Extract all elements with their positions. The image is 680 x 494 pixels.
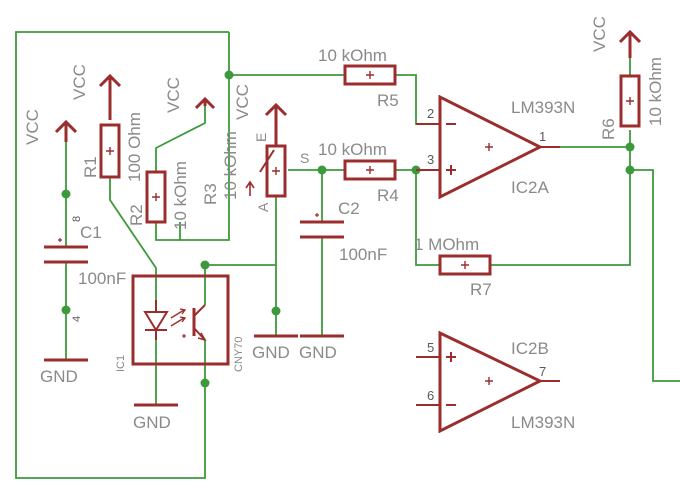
- wire-top-rail: [179, 32, 230, 241]
- pot-pin-e: E: [253, 133, 269, 142]
- r6-name: R6: [599, 118, 618, 140]
- ic2b-pin-out: 7: [539, 364, 546, 379]
- resistor-r6: [619, 74, 641, 128]
- ic2a-part: LM393N: [511, 98, 575, 117]
- vcc-label: VCC: [590, 16, 609, 52]
- pot-pin-a: A: [255, 202, 271, 212]
- r6-value: 10 kOhm: [646, 57, 665, 126]
- gnd-label: GND: [133, 413, 171, 432]
- junction-dot: [317, 165, 327, 175]
- wire-out-down: [629, 147, 680, 382]
- vcc-label: VCC: [70, 64, 89, 100]
- wire-r7-right: [490, 170, 631, 266]
- r4-name: R4: [377, 186, 399, 205]
- resistor-r1: [99, 123, 121, 179]
- junction-dot: [61, 305, 71, 315]
- vcc-arrow-icon: [54, 119, 78, 142]
- junction-dot: [271, 306, 281, 316]
- wire-r2-vcc: [155, 106, 206, 172]
- ic2a-name: IC2A: [511, 178, 549, 197]
- optocoupler-ic1: [131, 274, 230, 366]
- vcc-arrow-icon: [194, 96, 216, 110]
- ic2b-name: IC2B: [511, 339, 549, 358]
- ic2a-pin-minus: 2: [427, 106, 434, 121]
- ic2a-pin-out: 1: [539, 129, 546, 144]
- vcc-label: VCC: [164, 77, 183, 113]
- junction-dot: [625, 142, 635, 152]
- vcc-arrow-icon: [98, 73, 122, 120]
- ic2b-pin-plus: 5: [427, 340, 434, 355]
- wires: [15, 31, 680, 479]
- r1-value: 100 Ohm: [125, 112, 144, 182]
- capacitor-c2: [300, 213, 344, 239]
- gnd-label: GND: [252, 343, 290, 362]
- c2-name: C2: [338, 199, 360, 218]
- vcc-label: VCC: [233, 84, 252, 120]
- resistor-r7: [438, 254, 492, 276]
- ic2b-pin-minus: 6: [427, 388, 434, 403]
- ic2b-part: LM393N: [511, 413, 575, 432]
- r3-value: 10 kOhm: [221, 131, 240, 200]
- wire-outer-loop: [15, 31, 229, 479]
- junction-dot: [625, 165, 635, 175]
- wire-r1-led: [109, 178, 157, 300]
- r7-name: R7: [470, 280, 492, 299]
- c1-pin-bottom: 4: [71, 316, 83, 322]
- r2-value: 10 kOhm: [171, 161, 190, 230]
- r7-value: 1 MOhm: [414, 235, 479, 254]
- vcc-arrow-icon: [618, 29, 642, 58]
- resistor-r4: [343, 159, 397, 181]
- vcc-arrow-icon: [264, 102, 288, 146]
- r4-value: 10 kOhm: [318, 140, 387, 159]
- r1-name: R1: [81, 156, 100, 178]
- pot-pin-s: S: [300, 150, 309, 166]
- r5-name: R5: [377, 91, 399, 110]
- wire-r7-left: [415, 170, 440, 266]
- resistor-r5: [343, 64, 397, 86]
- c1-pin-top: 8: [71, 216, 83, 222]
- c2-value: 100nF: [339, 245, 387, 264]
- junctions: [61, 70, 635, 388]
- comparator-ic2b: [416, 330, 560, 434]
- c1-name: C1: [80, 223, 102, 242]
- ic1-part: CNY70: [233, 337, 245, 372]
- comparator-ic2a: [416, 94, 560, 200]
- gnd-label: GND: [40, 367, 78, 386]
- capacitor-c1: [44, 238, 88, 264]
- gnd-label: GND: [299, 343, 337, 362]
- r2-name: R2: [127, 204, 146, 226]
- potentiometer: [245, 144, 287, 198]
- wire-r2-low: [155, 222, 180, 241]
- vcc-label: VCC: [23, 109, 42, 145]
- junction-dot: [200, 260, 210, 270]
- resistor-r2: [145, 170, 167, 224]
- junction-dot: [200, 378, 210, 388]
- junction-dot: [224, 70, 234, 80]
- vcc-symbols: [54, 29, 642, 146]
- c1-value: 100nF: [78, 269, 126, 288]
- r3-name: R3: [201, 183, 220, 205]
- ic2a-pin-plus: 3: [427, 152, 434, 167]
- gnd-symbols: [44, 334, 344, 407]
- r5-value: 10 kOhm: [318, 46, 387, 65]
- ic1-name: IC1: [115, 355, 127, 372]
- junction-dot: [61, 189, 71, 199]
